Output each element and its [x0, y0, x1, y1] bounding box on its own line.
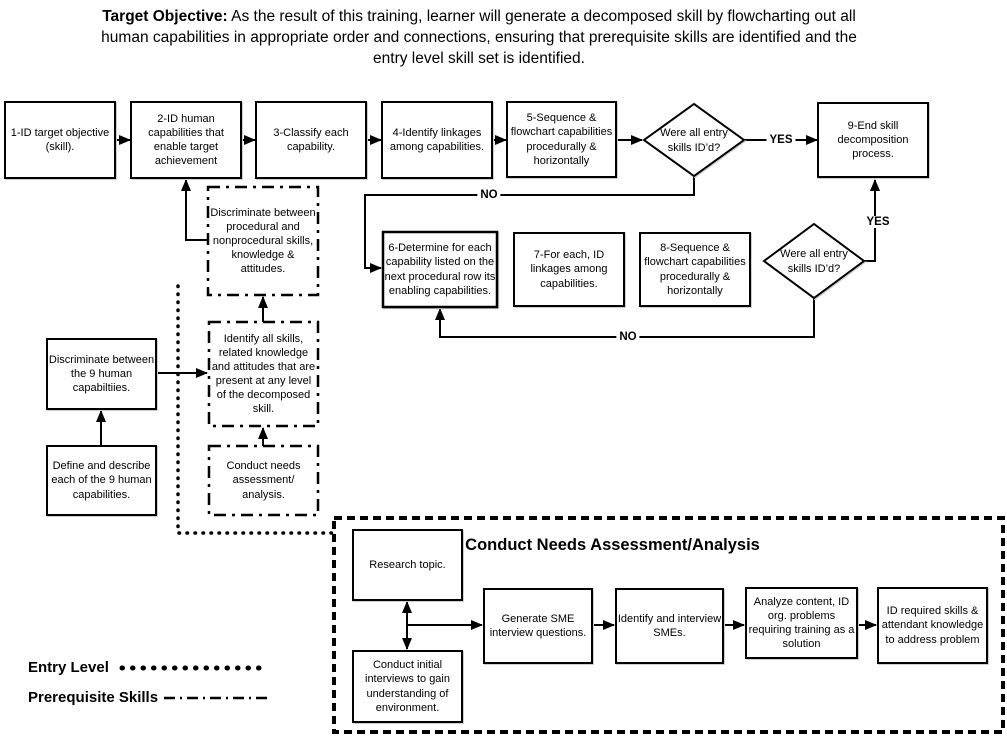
define-9-label: Define and describe each of the 9 human … — [51, 460, 152, 501]
step-3-box — [255, 101, 367, 179]
connector-discriminate-procedural-step2 — [181, 179, 208, 241]
identify-all-skills-box — [207, 320, 320, 428]
step-7-box — [513, 232, 625, 307]
conduct-needs-label: Conduct needs assessment/ analysis. — [226, 460, 301, 501]
step-2-box — [130, 101, 242, 179]
step-4-label: 4-Identify linkages among capabilities. — [389, 126, 485, 153]
yes-label-1: YES — [766, 134, 796, 146]
identify-sme-box — [615, 588, 724, 664]
step-8-box — [639, 232, 751, 307]
generate-sme-label: Generate SME interview questions. — [489, 612, 587, 639]
needs-assessment-container — [332, 516, 1005, 734]
step-6-box — [381, 230, 499, 309]
page-title: Target Objective: As the result of this … — [90, 6, 868, 69]
step-5-box — [506, 101, 617, 178]
initial-interviews-box — [352, 650, 463, 723]
define-9-box — [46, 445, 157, 516]
discriminate-procedural-label: Discriminate between procedural and nonp… — [210, 206, 316, 276]
step-8-label: 8-Sequence & flowchart capabilities proc… — [644, 242, 746, 297]
step-7-label: 7-For each, ID linkages among capabiliti… — [530, 249, 608, 290]
analyze-content-label: Analyze content, ID org. problems requir… — [748, 595, 855, 651]
analyze-content-box — [745, 587, 858, 659]
id-required-label: ID required skills & attendant knowledge… — [881, 605, 984, 646]
discriminate-9-box — [46, 338, 157, 410]
research-topic-label: Research topic. — [369, 558, 446, 571]
no-label-1: NO — [477, 189, 501, 201]
legend-prerequisite-label: Prerequisite Skills — [28, 689, 159, 706]
discriminate-procedural-box — [206, 185, 320, 297]
step-6-label: 6-Determine for each capability listed o… — [384, 242, 496, 297]
connector-decision2-yes-step9 — [864, 179, 880, 262]
identify-all-skills-label: Identify all skills, related knowledge a… — [211, 332, 316, 416]
id-required-box — [877, 587, 988, 664]
title-prefix: Target Objective: — [102, 8, 228, 25]
step-1-label: 1-ID target objective (skill). — [10, 126, 110, 153]
no-label-2: NO — [616, 331, 640, 343]
generate-sme-box — [483, 588, 593, 664]
title-body: As the result of this training, learner … — [101, 8, 857, 68]
step-9-label: 9-End skill decomposition process. — [837, 119, 909, 161]
step-1-box — [4, 101, 116, 179]
decision-1-label: Were all entry skills ID’d? — [660, 127, 728, 154]
step-4-box — [381, 101, 493, 179]
prerequisite-boxes — [206, 185, 320, 517]
discriminate-9-label: Discriminate between the 9 human capabil… — [48, 353, 155, 395]
decision-2-diamond — [762, 222, 866, 300]
step-3-label: 3-Classify each capability. — [273, 126, 349, 153]
initial-interviews-label: Conduct initial interviews to gain under… — [365, 659, 450, 714]
decision-2-label: Were all entry skills ID’d? — [780, 248, 848, 275]
conduct-needs-box — [207, 444, 320, 517]
step-9-box — [817, 102, 929, 178]
step-5-label: 5-Sequence & flowchart capabilities proc… — [510, 112, 613, 167]
needs-assessment-title: Conduct Needs Assessment/Analysis — [465, 536, 760, 554]
step-2-label: 2-ID human capabilities that enable targ… — [148, 112, 224, 168]
connector-decision1-no-step6 — [364, 176, 695, 273]
research-topic-box — [352, 529, 463, 601]
entry-level-boundary-line — [176, 284, 336, 535]
identify-sme-label: Identify and interview SMEs. — [617, 612, 722, 639]
legend-entry-level-label: Entry Level — [28, 659, 109, 676]
yes-label-2: YES — [863, 216, 893, 228]
process-boxes — [4, 101, 988, 723]
decision-1-diamond — [642, 102, 746, 178]
